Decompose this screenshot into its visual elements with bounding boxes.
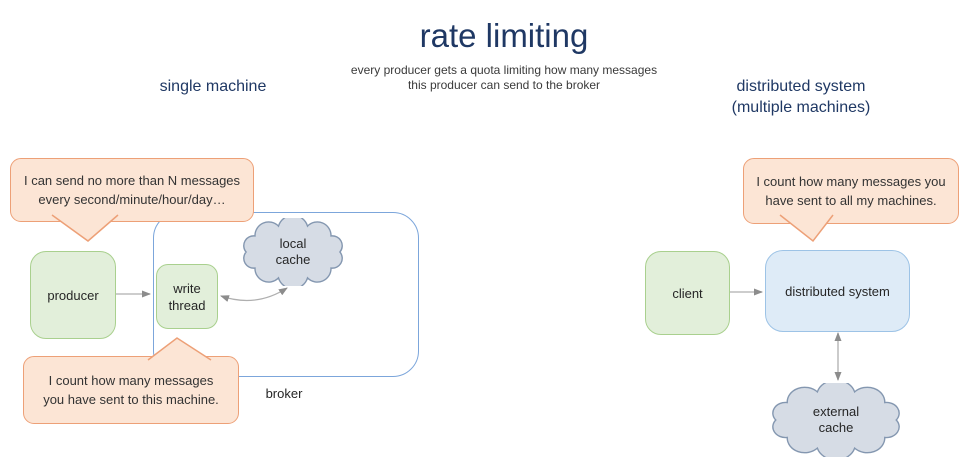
external-cache-label: external cache [768,383,904,457]
speech-bubble-this-machine-line2: you have sent to this machine. [43,392,219,407]
speech-bubble-quota-line1: I can send no more than N messages [23,173,241,188]
broker-container [153,212,419,377]
page-title: rate limiting [419,17,589,54]
speech-bubble-this-machine-tail [147,337,212,361]
write-thread-node: write thread [156,264,218,329]
write-thread-label: write thread [169,280,206,314]
external-cache-cloud: external cache [768,383,904,457]
local-cache-line2: cache [275,252,311,267]
speech-bubble-all-machines-line1: I count how many messages you [756,174,946,189]
cloud-icon [240,218,346,286]
client-label: client [672,285,703,301]
external-cache-line1: external [812,404,860,419]
local-cache-label: local cache [240,218,346,286]
local-cache-cloud: local cache [240,218,346,286]
section-header-distributed-line2: (multiple machines) [731,99,871,116]
speech-bubble-quota-line2: every second/minute/hour/day… [38,192,226,207]
local-cache-line1: local [279,236,307,251]
speech-bubble-quota: I can send no more than N messages every… [10,158,254,222]
distributed-system-node: distributed system [765,250,910,332]
speech-bubble-this-machine: I count how many messages you have sent … [23,356,239,424]
arrow-write-thread-local-cache [220,287,288,302]
speech-bubble-this-machine-line1: I count how many messages [48,373,214,388]
section-header-distributed-system: distributed system (multiple machines) [701,76,901,118]
page-subtitle-line2: this producer can send to the broker [407,78,601,92]
cloud-icon [768,383,904,457]
speech-bubble-all-machines: I count how many messages you have sent … [743,158,959,224]
section-header-single-machine: single machine [159,78,267,95]
page-subtitle: every producer gets a quota limiting how… [304,63,704,93]
speech-bubble-all-machines-tail [779,214,834,243]
external-cache-line2: cache [818,420,854,435]
speech-bubble-all-machines-line2: have sent to all my machines. [765,193,937,208]
broker-label: broker [265,386,303,401]
write-thread-line1: write [173,280,201,296]
section-header-distributed-line1: distributed system [736,78,866,95]
title-block: rate limiting every producer gets a quot… [304,16,704,93]
client-node: client [645,251,730,335]
producer-node: producer [30,251,116,339]
page-subtitle-line1: every producer gets a quota limiting how… [350,63,658,77]
speech-bubble-quota-tail [51,214,119,242]
write-thread-line2: thread [168,297,206,313]
producer-label: producer [47,287,99,303]
distributed-system-label: distributed system [785,283,890,299]
